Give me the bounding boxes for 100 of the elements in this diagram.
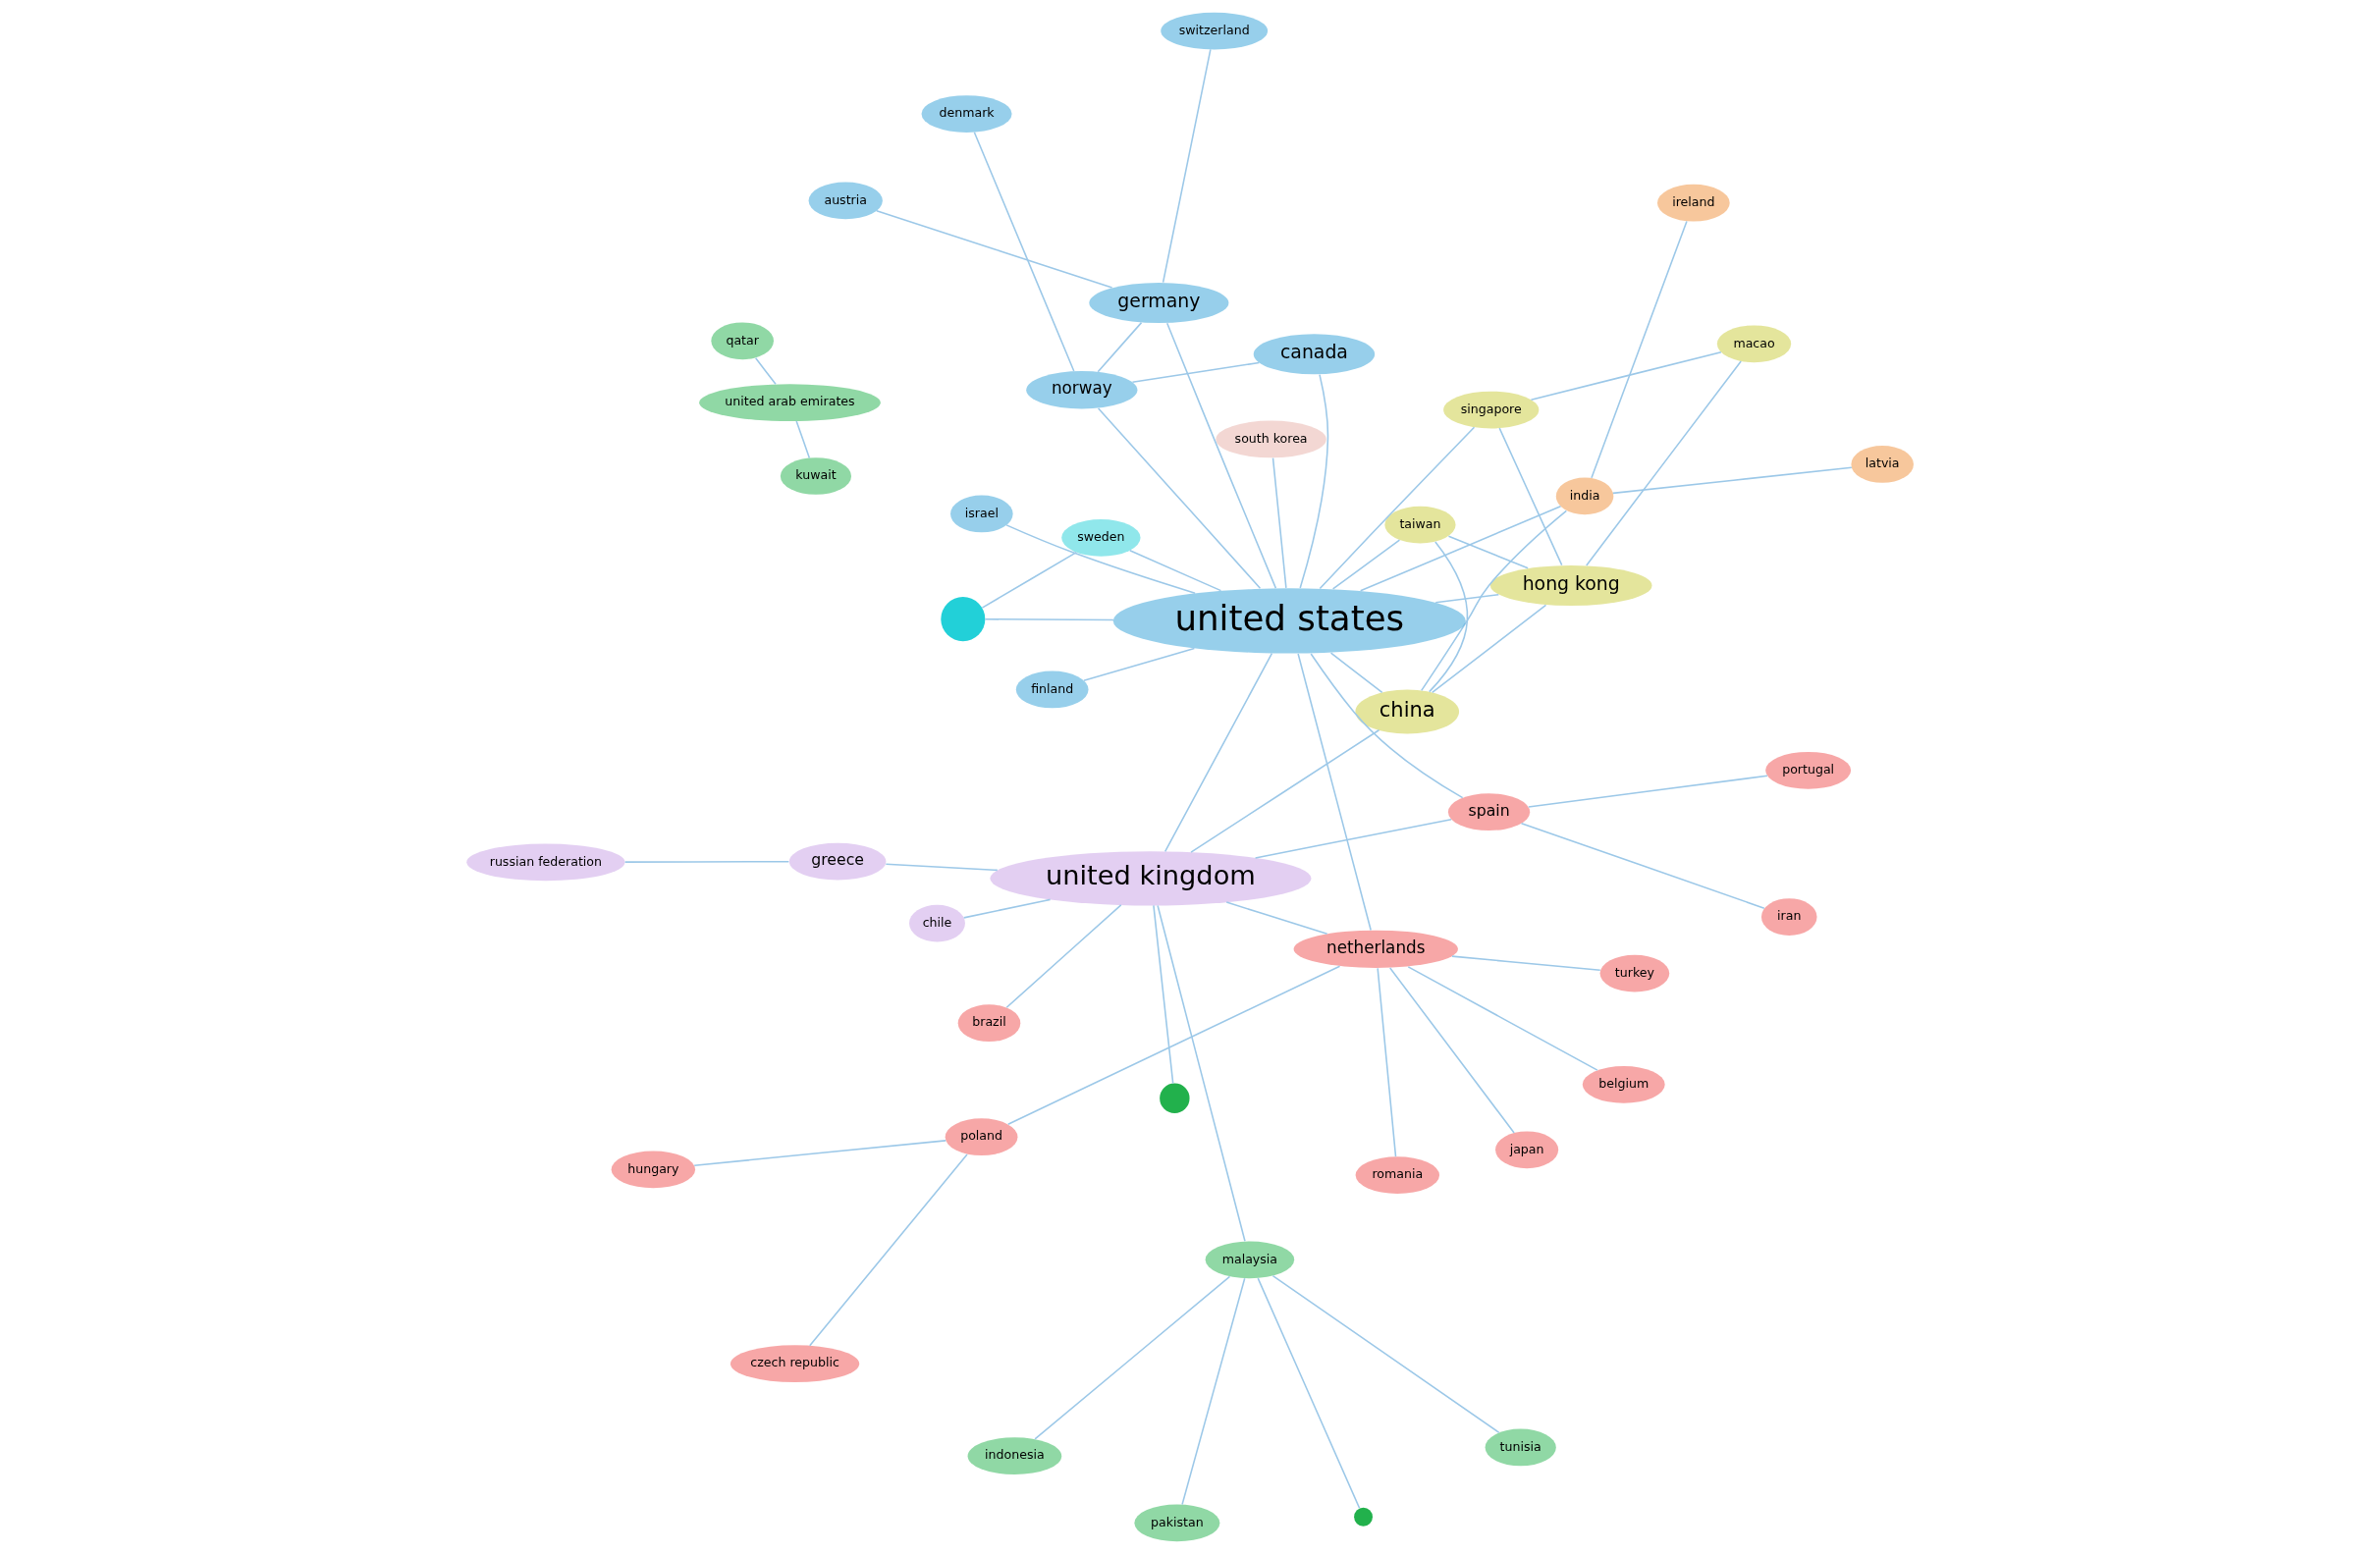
connector	[1420, 509, 1568, 692]
connector	[1297, 653, 1372, 932]
connector	[1591, 220, 1688, 479]
node-ellipse: brazil	[957, 1004, 1021, 1043]
node-ellipse: finland	[1015, 670, 1089, 709]
connector	[1181, 1277, 1246, 1506]
connector	[1359, 506, 1562, 592]
connector	[1299, 373, 1329, 589]
connector	[1447, 535, 1529, 569]
connector	[981, 551, 1078, 609]
node-ellipse: pakistan	[1134, 1504, 1220, 1542]
node-ellipse: portugal	[1765, 751, 1852, 789]
connector	[1254, 818, 1452, 859]
connector	[1530, 350, 1722, 402]
connector	[984, 617, 1114, 621]
connector	[885, 863, 999, 872]
connector	[1005, 904, 1122, 1009]
connector	[1498, 427, 1563, 566]
node-ellipse: austria	[808, 182, 883, 220]
connector	[1407, 966, 1598, 1071]
connector	[973, 131, 1075, 372]
connector	[1319, 426, 1476, 590]
connector	[1190, 729, 1380, 853]
node-ellipse: taiwan	[1384, 506, 1456, 544]
connector	[1005, 524, 1196, 594]
connector	[1129, 550, 1222, 592]
node-ellipse: united states	[1112, 588, 1466, 654]
connector	[1034, 1275, 1231, 1440]
connector	[623, 860, 790, 863]
connector	[1007, 965, 1341, 1126]
node-ellipse: belgium	[1582, 1065, 1665, 1103]
node-ellipse: sweden	[1061, 518, 1141, 557]
node-ellipse: united kingdom	[990, 851, 1312, 906]
connector	[1451, 955, 1601, 972]
connector	[1586, 360, 1742, 566]
connector	[1331, 539, 1401, 590]
connector	[808, 1153, 968, 1347]
node-ellipse: iran	[1760, 898, 1817, 936]
node-ellipse: poland	[945, 1118, 1018, 1156]
connector	[1157, 904, 1246, 1243]
node-ellipse: latvia	[1851, 446, 1914, 483]
connector	[1083, 647, 1196, 681]
node-ellipse: singapore	[1443, 391, 1540, 429]
node-ellipse: czech republic	[730, 1345, 860, 1383]
node-circle	[1354, 1507, 1373, 1527]
connector	[795, 420, 811, 459]
connector	[1271, 1274, 1500, 1434]
connector	[1377, 967, 1397, 1157]
connector	[1131, 361, 1261, 384]
connector	[1612, 466, 1853, 495]
connector	[1097, 321, 1143, 373]
node-ellipse: greece	[788, 842, 887, 881]
connector	[754, 357, 777, 386]
node-ellipse: indonesia	[967, 1437, 1062, 1475]
node-ellipse: romania	[1355, 1156, 1440, 1194]
connector	[962, 898, 1052, 919]
connector	[1520, 822, 1765, 909]
node-ellipse: united arab emirates	[699, 384, 881, 422]
node-ellipse: tunisia	[1485, 1428, 1556, 1467]
node-ellipse: south korea	[1216, 420, 1326, 458]
node-ellipse: switzerland	[1161, 12, 1269, 50]
connector	[1257, 1277, 1361, 1510]
node-ellipse: canada	[1253, 334, 1376, 375]
connector	[1434, 593, 1500, 604]
node-ellipse: macao	[1716, 325, 1792, 363]
node-ellipse: chile	[909, 904, 965, 942]
connector	[1163, 652, 1273, 853]
connector	[1329, 652, 1383, 694]
node-ellipse: malaysia	[1205, 1241, 1295, 1279]
node-ellipse: turkey	[1599, 954, 1670, 992]
connector	[1097, 407, 1262, 589]
node-ellipse: russian federation	[466, 843, 625, 882]
connector	[1310, 653, 1464, 799]
node-ellipse: kuwait	[780, 457, 852, 495]
connector	[693, 1140, 947, 1166]
connector	[876, 209, 1113, 289]
node-ellipse: japan	[1495, 1131, 1559, 1169]
connector	[1165, 322, 1277, 589]
connector	[1162, 48, 1212, 284]
node-ellipse: israel	[950, 495, 1013, 533]
connector	[1271, 456, 1287, 589]
connector	[1527, 775, 1768, 808]
connector	[1431, 604, 1547, 694]
connector	[1388, 967, 1515, 1134]
connector	[1428, 541, 1469, 693]
node-ellipse: hungary	[611, 1151, 696, 1189]
node-ellipse: china	[1355, 689, 1460, 734]
node-ellipse: india	[1555, 477, 1614, 515]
node-ellipse: norway	[1026, 371, 1138, 409]
node-circle	[1160, 1083, 1190, 1114]
node-ellipse: germany	[1089, 282, 1229, 324]
node-ellipse: spain	[1447, 793, 1531, 831]
node-circle	[941, 597, 986, 642]
node-ellipse: ireland	[1656, 184, 1730, 222]
node-ellipse: denmark	[921, 95, 1012, 133]
node-ellipse: hong kong	[1489, 564, 1652, 607]
node-ellipse: qatar	[711, 322, 774, 360]
connector	[1225, 901, 1328, 935]
connector	[1153, 904, 1174, 1085]
node-ellipse: netherlands	[1293, 930, 1458, 968]
